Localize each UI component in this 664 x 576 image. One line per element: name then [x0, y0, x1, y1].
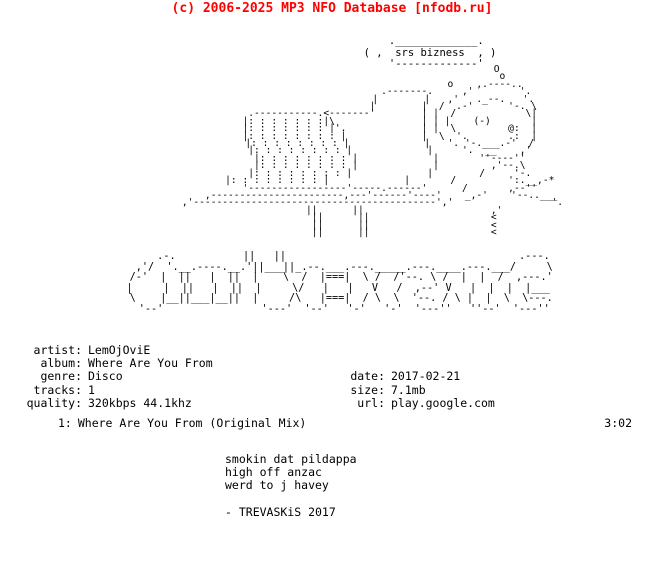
release-metadata: artist: LemOjOviE album: Where Are You F… [0, 343, 664, 410]
metadata-field-quality: quality: 320kbps 44.1khz [0, 395, 192, 410]
metadata-row: album: Where Are You From [0, 356, 664, 371]
metadata-value-date: 2017-02-21 [391, 369, 461, 384]
track-row: 1: Where Are You From (Original Mix) 3:0… [0, 416, 664, 430]
metadata-label-size: size: [350, 382, 385, 397]
note-line: smokin dat pildappa [225, 452, 357, 466]
metadata-label-album: album: [40, 356, 82, 371]
metadata-label-quality: quality: [26, 395, 82, 410]
metadata-label-tracks: tracks: [33, 382, 82, 397]
ascii-bubble-art: ._____________. ( , srs bizness , ) '---… [363, 35, 497, 70]
track-number: 1: [58, 416, 72, 430]
metadata-field-tracks: tracks: 1 [0, 382, 95, 397]
metadata-field-size: size: 7.1mb [329, 382, 664, 397]
release-signature: - TREVASKiS 2017 [225, 504, 336, 519]
ascii-scene-art: O o o ,.----.. .-------. ,' '. [181, 64, 564, 238]
track-listing: 1: Where Are You From (Original Mix) 3:0… [0, 416, 664, 430]
metadata-field-date: date: 2017-02-21 [329, 370, 664, 383]
ascii-scene-illustration: O o o ,.----.. .-------. ,' '. [0, 64, 664, 238]
metadata-row: artist: LemOjOviE [0, 343, 664, 357]
metadata-value-url[interactable]: play.google.com [391, 395, 495, 410]
release-notes: smokin dat pildappa high off anzac werd … [0, 452, 664, 519]
note-line: werd to j havey [225, 478, 329, 493]
metadata-value-artist: LemOjOviE [88, 343, 151, 357]
metadata-row: tracks: 1 size: 7.1mb [0, 382, 664, 397]
note-line: high off anzac [225, 465, 322, 480]
metadata-value-tracks: 1 [88, 382, 95, 397]
metadata-label-date: date: [350, 369, 385, 384]
ascii-logo-art: .-. || || .---. ,'/ '.__.----.__.'||___|… [126, 251, 553, 315]
metadata-value-genre: Disco [88, 369, 123, 384]
metadata-field-album: album: Where Are You From [0, 356, 213, 371]
site-copyright-header: (c) 2006-2025 MP3 NFO Database [nfodb.ru… [171, 1, 493, 16]
metadata-row: quality: 320kbps 44.1khz url: play.googl… [0, 395, 664, 410]
track-title: Where Are You From (Original Mix) [77, 416, 307, 430]
metadata-label-genre: genre: [40, 369, 82, 384]
metadata-value-size: 7.1mb [391, 382, 426, 397]
metadata-field-artist: artist: LemOjOviE [0, 343, 151, 357]
metadata-value-album: Where Are You From [88, 356, 213, 371]
ascii-speech-bubble: ._____________. ( , srs bizness , ) '---… [0, 35, 664, 71]
metadata-label-artist: artist: [33, 343, 82, 357]
metadata-field-url: url: play.google.com [329, 395, 664, 410]
track-duration: 3:02 [604, 416, 632, 430]
metadata-value-quality: 320kbps 44.1khz [88, 395, 192, 410]
ascii-logo-banner: .-. || || .---. ,'/ '.__.----.__.'||___|… [0, 251, 664, 316]
metadata-field-genre: genre: Disco [0, 369, 123, 384]
metadata-row: genre: Disco date: 2017-02-21 [0, 370, 664, 383]
metadata-label-url: url: [357, 395, 385, 410]
